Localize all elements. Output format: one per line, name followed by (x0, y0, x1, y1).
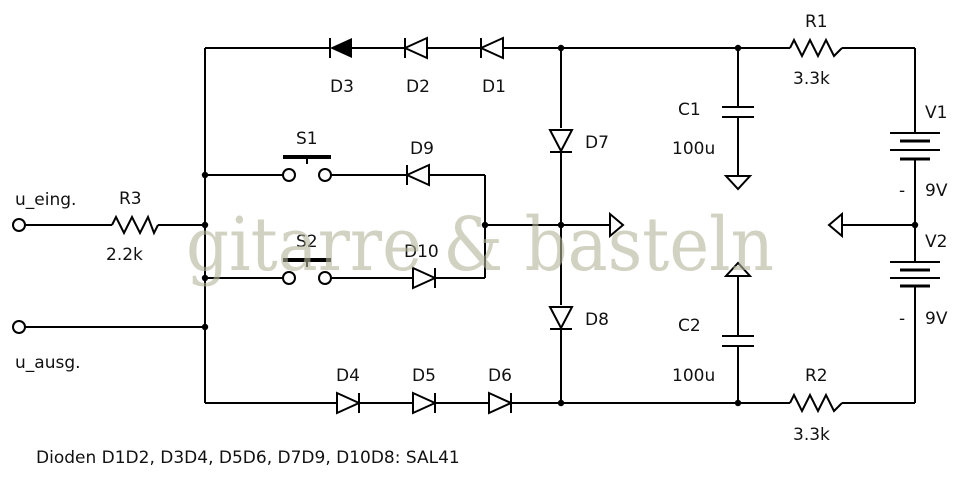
d5-label: D5 (412, 366, 436, 386)
junction-dot (201, 274, 209, 282)
diode-d9 (404, 163, 430, 187)
v1-name: V1 (925, 103, 947, 123)
diode-d7 (548, 129, 574, 154)
input-terminal (12, 218, 26, 232)
resistor-r2 (789, 392, 843, 414)
s1-label: S1 (296, 129, 318, 149)
output-terminal-label: u_ausg. (15, 353, 81, 373)
d2-label: D2 (406, 77, 430, 97)
output-terminal (12, 320, 26, 334)
battery-v2 (890, 261, 940, 288)
battery-v1 (890, 132, 940, 161)
diode-d1 (478, 36, 504, 60)
d6-label: D6 (488, 366, 512, 386)
c2-name: C2 (678, 316, 701, 336)
s2-label: S2 (296, 232, 318, 252)
junction-dot (481, 221, 489, 229)
d8-label: D8 (585, 310, 609, 330)
d10-label: D10 (404, 242, 439, 262)
d3-label: D3 (330, 77, 354, 97)
junction-dot (201, 323, 209, 331)
diode-d6 (488, 391, 514, 415)
watermark: gitarre & basteln (186, 202, 774, 288)
diode-d4 (336, 391, 362, 415)
d4-label: D4 (336, 366, 360, 386)
r2-name: R2 (805, 366, 828, 386)
junction-dots (201, 44, 919, 407)
switch-s2 (282, 258, 332, 285)
diode-d5 (412, 391, 438, 415)
diode-d2 (402, 36, 428, 60)
diode-d8 (548, 306, 574, 331)
junction-dot (734, 44, 742, 52)
v1-value: 9V (925, 181, 948, 201)
ground-symbol-battery (827, 211, 843, 239)
ground-symbol-c2 (723, 261, 753, 277)
d7-label: D7 (585, 133, 609, 153)
v2-minus: - (899, 309, 905, 329)
junction-dot (557, 399, 565, 407)
wires (25, 47, 916, 404)
junction-dot (201, 221, 209, 229)
r3-value: 2.2k (106, 245, 143, 265)
r1-value: 3.3k (793, 69, 830, 89)
ground-symbol-output (609, 211, 625, 239)
junction-dot (201, 171, 209, 179)
input-terminal-label: u_eing. (15, 190, 76, 210)
r1-name: R1 (805, 12, 828, 32)
switch-s1 (282, 155, 332, 182)
v2-name: V2 (925, 232, 947, 252)
capacitor-c2 (722, 335, 754, 347)
c1-name: C1 (678, 100, 701, 120)
diode-d10 (412, 266, 438, 290)
capacitor-c1 (722, 106, 754, 118)
resistor-r1 (789, 37, 843, 59)
junction-dot (734, 399, 742, 407)
footnote: Dioden D1D2, D3D4, D5D6, D7D9, D10D8: SA… (36, 448, 460, 468)
v1-minus: - (899, 181, 905, 201)
junction-dot (557, 221, 565, 229)
diode-d3 (329, 38, 352, 58)
d9-label: D9 (410, 139, 434, 159)
c2-value: 100u (672, 366, 715, 386)
r3-name: R3 (119, 189, 142, 209)
ground-symbol-c1 (723, 175, 753, 191)
v2-value: 9V (925, 309, 948, 329)
d1-label: D1 (482, 77, 506, 97)
junction-dot (557, 44, 565, 52)
c1-value: 100u (672, 139, 715, 159)
junction-dot (911, 221, 919, 229)
resistor-r3 (111, 214, 159, 236)
r2-value: 3.3k (793, 425, 830, 445)
